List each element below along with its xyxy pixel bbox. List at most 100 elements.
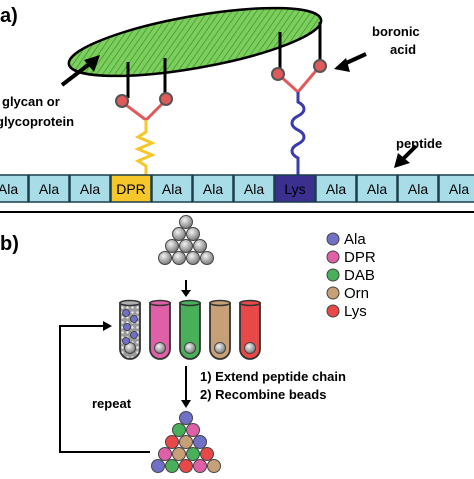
legend-swatch-2 [326, 268, 340, 282]
lys-linker [290, 92, 306, 178]
legend-swatch-0 [326, 232, 340, 246]
glycan-ellipse [67, 6, 323, 78]
residue-box-6 [233, 174, 275, 203]
boronic-label-line1: boronic [372, 24, 420, 39]
residue-box-3 [110, 174, 152, 203]
bead [172, 251, 186, 265]
tube-rim-2 [179, 299, 201, 307]
bead [165, 435, 179, 449]
bead-pyramid-top [158, 215, 214, 265]
legend-label-2: DAB [344, 267, 375, 284]
tube-rim-3 [209, 299, 231, 307]
residue-box-10 [397, 174, 439, 203]
residue-label-6: Ala [244, 181, 264, 197]
residue-label-11: Ala [449, 181, 469, 197]
peptide-arrow [400, 144, 418, 162]
residue-label-0: Ala [0, 181, 18, 197]
bead [186, 251, 200, 265]
legend-swatch-4 [326, 304, 340, 318]
bead [186, 447, 200, 461]
boronic-arrowhead [334, 58, 350, 72]
bead [179, 459, 193, 473]
right-boronic-node-1 [271, 67, 285, 81]
peptide-label: peptide [396, 136, 442, 151]
bead [186, 227, 200, 241]
bead [172, 227, 186, 241]
glycan-label-line2: glycoprotein [0, 114, 74, 129]
residue-label-5: Ala [203, 181, 223, 197]
tube-ala-bead [130, 315, 138, 323]
bead [207, 459, 221, 473]
residue-label-1: Ala [39, 181, 59, 197]
residue-box-1 [28, 174, 70, 203]
split-arrowhead [181, 290, 191, 297]
legend-swatch-1 [326, 250, 340, 264]
residue-box-11 [438, 174, 474, 203]
repeat-loop [59, 325, 150, 453]
tube-bead-0 [124, 342, 136, 354]
legend-label-3: Orn [344, 285, 369, 302]
left-boronic-node-2 [159, 92, 173, 106]
glycan-arrow [60, 60, 94, 87]
repeat-label: repeat [92, 396, 132, 411]
dpr-linker [134, 120, 156, 178]
residue-box-7 [274, 174, 316, 203]
residue-box-4 [151, 174, 193, 203]
bead [193, 459, 207, 473]
panel-b-label: b) [0, 233, 19, 255]
tube-ala-bead [122, 309, 130, 317]
bead [158, 251, 172, 265]
residue-label-9: Ala [367, 181, 387, 197]
bead [193, 239, 207, 253]
step-2-label: 2) Recombine beads [200, 387, 326, 402]
tube-bead-3 [214, 342, 226, 354]
bead [200, 447, 214, 461]
bead [158, 447, 172, 461]
bead [179, 215, 193, 229]
tube-ala-bead [122, 337, 130, 345]
residue-label-7: Lys [284, 181, 305, 197]
bead [179, 411, 193, 425]
step-1-label: 1) Extend peptide chain [200, 369, 346, 384]
glycan-label-line1: glycan or [2, 94, 60, 109]
right-boronic-node-2 [313, 59, 327, 73]
boronic-label-line2: acid [390, 42, 416, 57]
legend-label-0: Ala [344, 231, 366, 248]
legend-label-4: Lys [344, 303, 367, 320]
residue-label-4: Ala [162, 181, 182, 197]
residue-box-8 [315, 174, 357, 203]
peptide-arrowhead [394, 153, 410, 168]
bead [172, 423, 186, 437]
bead [165, 459, 179, 473]
repeat-arrowhead [103, 321, 112, 331]
bead [165, 239, 179, 253]
tube-ala-bead [130, 331, 138, 339]
reaction-tubes [119, 299, 261, 360]
residue-label-2: Ala [80, 181, 100, 197]
tube-bead-2 [184, 342, 196, 354]
bead-pyramid-bottom [151, 411, 221, 473]
tube-rim-4 [239, 299, 261, 307]
bead [186, 423, 200, 437]
legend-swatch-3 [326, 286, 340, 300]
bead [151, 459, 165, 473]
boronic-arrow [343, 52, 367, 66]
glycan-arrowhead [84, 55, 100, 72]
bead [179, 239, 193, 253]
residue-box-2 [69, 174, 111, 203]
tube-bead-4 [244, 342, 256, 354]
residue-box-0 [0, 174, 29, 203]
bead [193, 435, 207, 449]
bead [172, 447, 186, 461]
legend-label-1: DPR [344, 249, 376, 266]
residue-label-3: DPR [116, 181, 146, 197]
panel-a-label: a) [0, 5, 18, 27]
tube-rim-0 [119, 299, 141, 307]
tube-bead-1 [154, 342, 166, 354]
residue-box-9 [356, 174, 398, 203]
residue-label-8: Ala [326, 181, 346, 197]
